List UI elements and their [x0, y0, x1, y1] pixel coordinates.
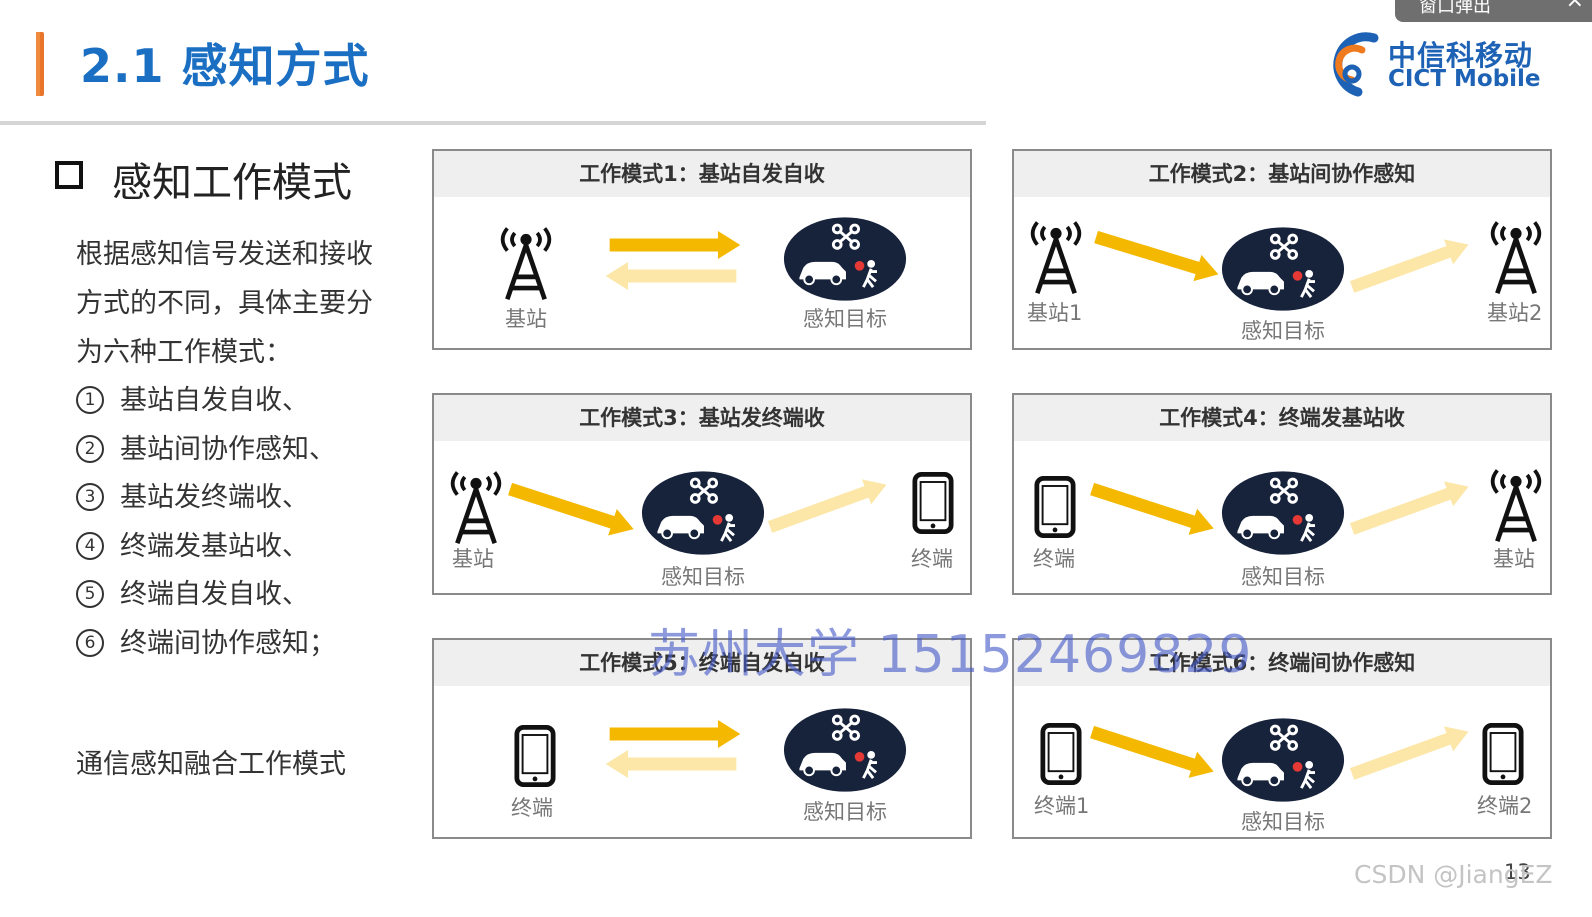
- page-title: 2.1 感知方式: [80, 30, 370, 96]
- arrow-icon: [506, 476, 638, 543]
- base-station-icon: [1493, 470, 1540, 541]
- node-label: 感知目标: [661, 561, 745, 591]
- close-icon[interactable]: ×: [1566, 0, 1584, 8]
- sensing-target-icon: [642, 471, 764, 554]
- mode-panel-2: 工作模式2：基站间协作感知 基站1 感知目标 基站2: [1012, 149, 1552, 350]
- csdn-watermark: CSDN @JiangEZ: [1354, 860, 1553, 889]
- popup-label: 窗口弹出: [1419, 0, 1491, 17]
- mode-number: 6: [76, 629, 104, 657]
- terminal-phone-icon: [1037, 478, 1073, 535]
- node-label: 感知目标: [803, 796, 887, 826]
- mode-list-item: 1 基站自发自收、: [76, 378, 309, 417]
- panel-title: 工作模式1：基站自发自收: [434, 151, 970, 197]
- header-divider: [0, 121, 986, 125]
- arrow-icon: [765, 472, 891, 539]
- mode-list-item: 2 基站间协作感知、: [76, 427, 336, 466]
- sensing-target-icon: [784, 217, 906, 300]
- node-label: 感知目标: [803, 303, 887, 333]
- mode-panel-3: 工作模式3：基站发终端收 基站 感知目标 终端: [432, 393, 972, 595]
- arrow-icon: [606, 750, 737, 778]
- mode-panel-1: 工作模式1：基站自发自收 基站 感知目标: [432, 149, 972, 350]
- watermark-text: 苏州大学 15152469829: [648, 612, 1252, 687]
- node-label: 感知目标: [1241, 561, 1325, 591]
- mode-list-item: 4 终端发基站收、: [76, 524, 309, 563]
- logo-text-en: CICT Mobile: [1388, 66, 1541, 92]
- mode-number: 2: [76, 435, 104, 463]
- node-label: 终端1: [1034, 790, 1089, 820]
- arrow-icon: [1092, 224, 1222, 288]
- mode-list-item: 5 终端自发自收、: [76, 572, 309, 611]
- base-station-icon: [453, 472, 500, 543]
- terminal-phone-icon: [1043, 725, 1079, 782]
- node-label: 基站1: [1027, 297, 1082, 327]
- sensing-target-icon: [784, 708, 906, 791]
- panel-title: 工作模式3：基站发终端收: [434, 395, 970, 441]
- mode-number: 1: [76, 386, 104, 414]
- description-line: 为六种工作模式：: [76, 330, 292, 369]
- base-station-icon: [503, 228, 550, 299]
- mode-text: 终端发基站收、: [120, 531, 309, 562]
- node-label: 基站2: [1487, 297, 1542, 327]
- arrow-icon: [610, 231, 741, 259]
- fusion-mode-text: 通信感知融合工作模式: [76, 742, 346, 781]
- arrow-icon: [1347, 232, 1473, 299]
- node-label: 终端: [1033, 543, 1075, 573]
- terminal-phone-icon: [1485, 725, 1521, 782]
- sensing-target-icon: [1222, 227, 1344, 310]
- section-heading: 感知工作模式: [112, 150, 352, 208]
- arrow-icon: [1088, 476, 1218, 542]
- panel-title: 工作模式2：基站间协作感知: [1014, 151, 1550, 197]
- node-label: 基站: [452, 543, 494, 573]
- node-label: 基站: [1493, 543, 1535, 573]
- arrow-icon: [1347, 719, 1473, 786]
- description-line: 方式的不同，具体主要分: [76, 281, 373, 320]
- description-line: 根据感知信号发送和接收: [76, 232, 373, 271]
- arrow-icon: [1088, 719, 1218, 785]
- node-label: 感知目标: [1241, 315, 1325, 345]
- mode-text: 终端间协作感知；: [120, 628, 336, 659]
- node-label: 感知目标: [1241, 806, 1325, 836]
- mode-text: 终端自发自收、: [120, 579, 309, 610]
- node-label: 终端2: [1477, 790, 1532, 820]
- mode-text: 基站间协作感知、: [120, 434, 336, 465]
- node-label: 终端: [511, 792, 553, 822]
- arrow-icon: [1347, 474, 1473, 541]
- sensing-target-icon: [1222, 471, 1344, 554]
- node-label: 基站: [505, 303, 547, 333]
- mode-number: 5: [76, 580, 104, 608]
- mode-list-item: 3 基站发终端收、: [76, 475, 309, 514]
- mode-text: 基站自发自收、: [120, 385, 309, 416]
- terminal-phone-icon: [915, 474, 951, 531]
- panel-title: 工作模式4：终端发基站收: [1014, 395, 1550, 441]
- square-bullet-icon: [55, 161, 83, 189]
- popup-window-tab[interactable]: 窗口弹出 ×: [1395, 0, 1592, 22]
- base-station-icon: [1493, 222, 1540, 293]
- arrow-icon: [606, 262, 737, 290]
- title-accent-bar: [36, 32, 44, 96]
- node-label: 终端: [911, 543, 953, 573]
- mode-number: 4: [76, 532, 104, 560]
- mode-list-item: 6 终端间协作感知；: [76, 621, 336, 660]
- mode-panel-4: 工作模式4：终端发基站收 终端 感知目标 基站: [1012, 393, 1552, 595]
- mode-text: 基站发终端收、: [120, 482, 309, 513]
- terminal-phone-icon: [517, 727, 553, 784]
- arrow-icon: [610, 720, 741, 748]
- sensing-target-icon: [1222, 718, 1344, 801]
- base-station-icon: [1033, 222, 1080, 293]
- mode-number: 3: [76, 483, 104, 511]
